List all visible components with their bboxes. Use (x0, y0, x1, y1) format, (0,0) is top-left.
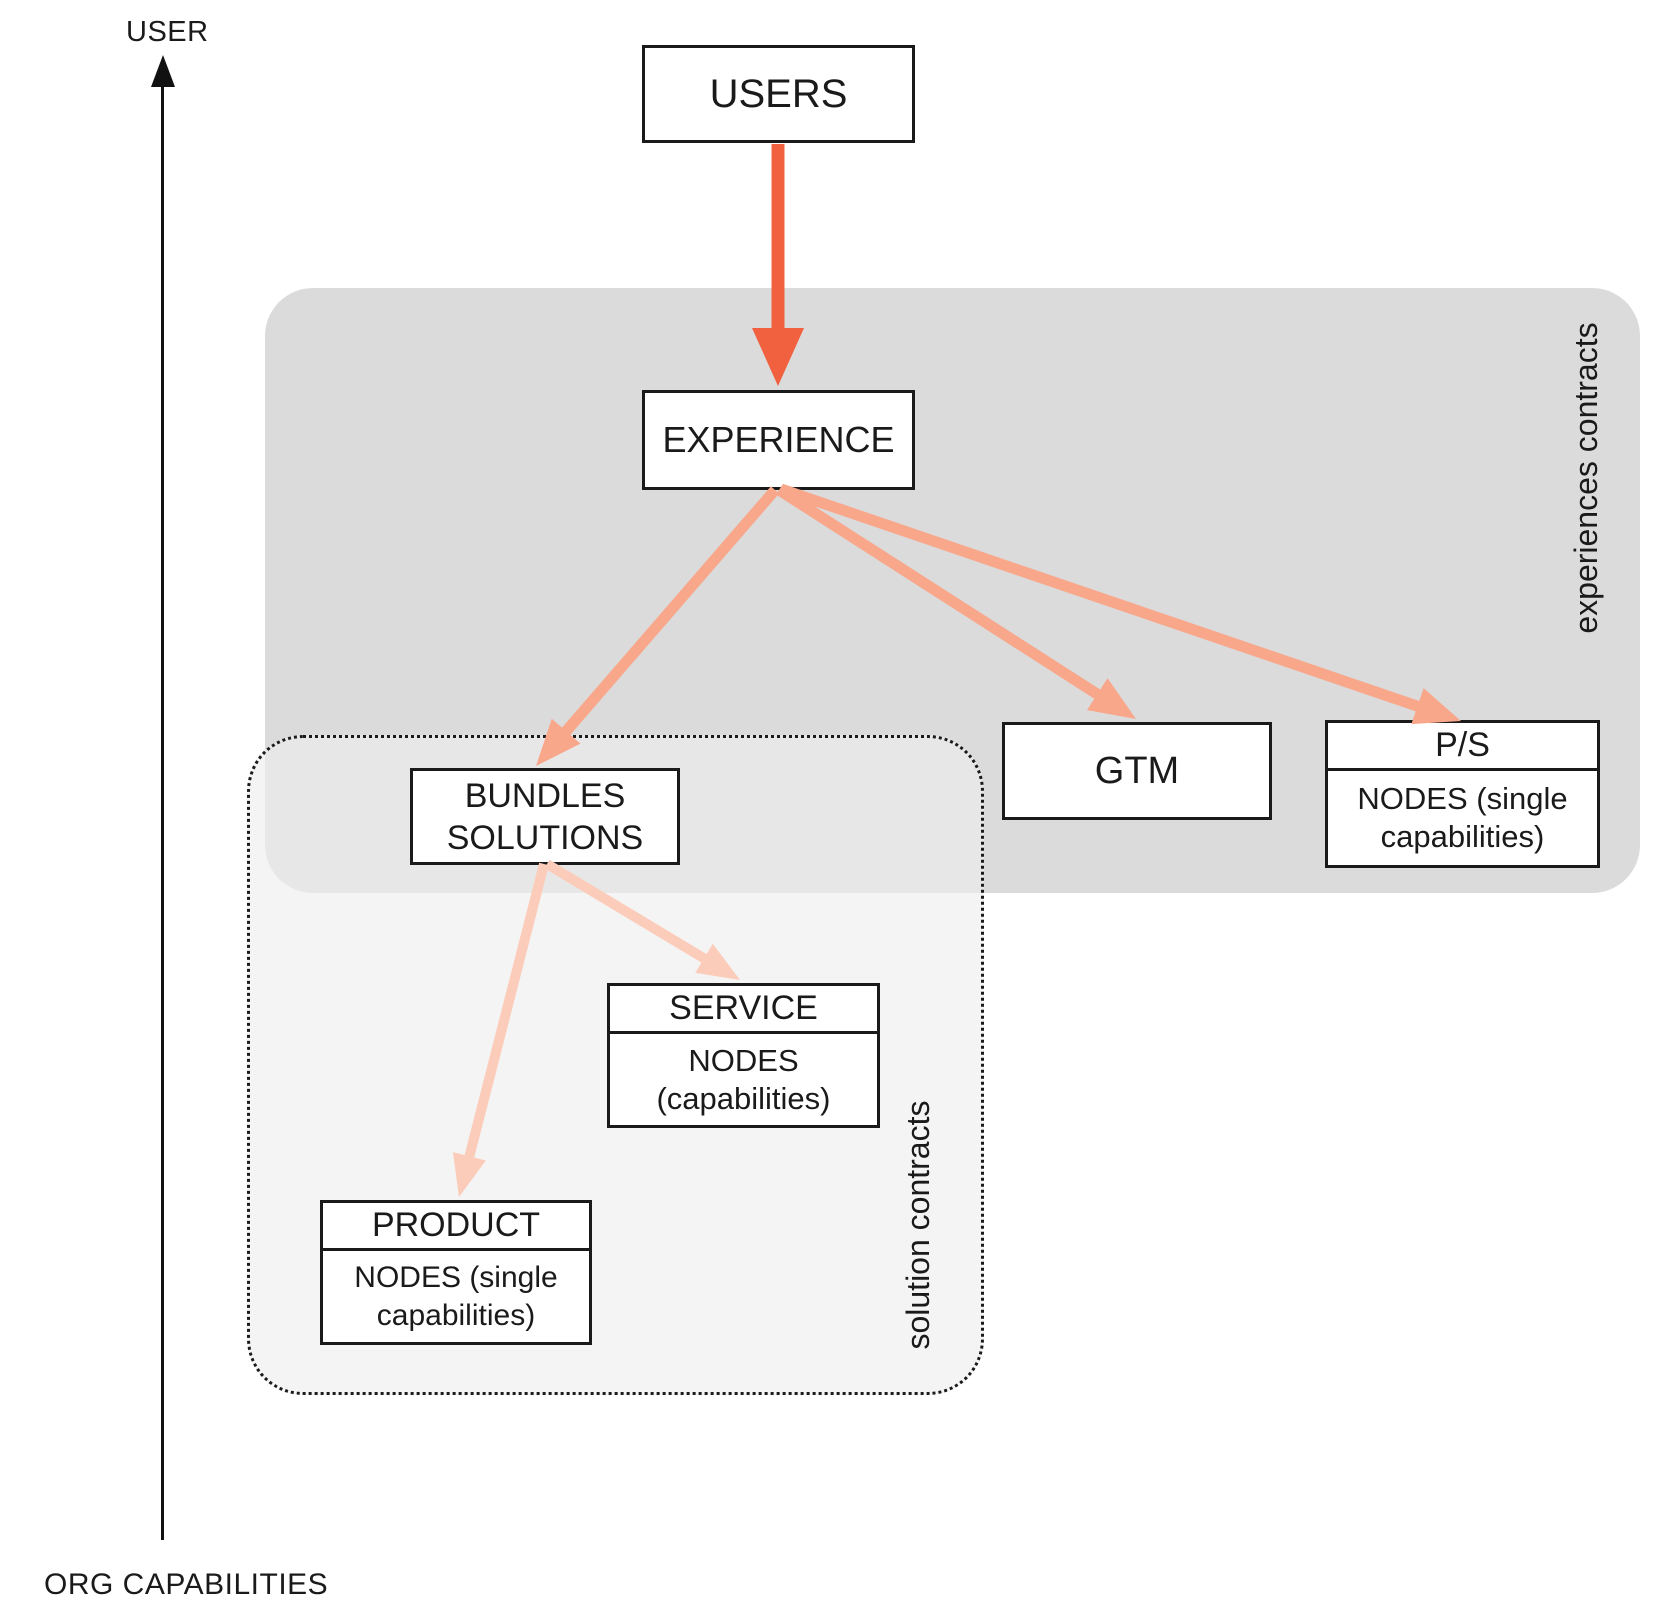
node-service: SERVICE NODES (capabilities) (607, 983, 880, 1128)
node-gtm-label: GTM (1094, 749, 1180, 792)
node-product-body: NODES (single capabilities) (354, 1260, 558, 1332)
axis-top-label: USER (126, 16, 209, 48)
solution-contracts-label: solution contracts (900, 1100, 936, 1350)
node-product: PRODUCT NODES (single capabilities) (320, 1200, 592, 1345)
experiences-contracts-label: experiences contracts (1568, 322, 1604, 634)
node-ps-body: NODES (single capabilities) (1357, 781, 1568, 854)
node-bundles-solutions: BUNDLES SOLUTIONS (410, 768, 680, 865)
axis-bottom-label: ORG CAPABILITIES (44, 1568, 329, 1601)
node-product-title: PRODUCT (323, 1203, 589, 1251)
node-ps: P/S NODES (single capabilities) (1325, 720, 1600, 868)
node-users-label: USERS (709, 71, 848, 116)
node-gtm: GTM (1002, 722, 1272, 820)
node-experience: EXPERIENCE (642, 390, 915, 490)
axis-line (161, 62, 164, 1540)
node-experience-label: EXPERIENCE (662, 419, 895, 460)
node-ps-title: P/S (1328, 723, 1597, 771)
node-users: USERS (642, 45, 915, 143)
node-bundles-solutions-label: BUNDLES SOLUTIONS (446, 776, 644, 857)
node-service-body: NODES (capabilities) (656, 1042, 831, 1116)
node-service-title: SERVICE (610, 986, 877, 1034)
